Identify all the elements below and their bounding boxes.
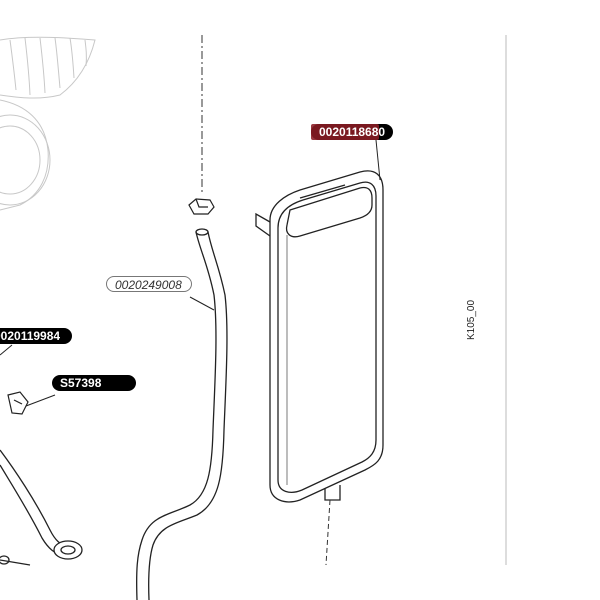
highlight-marker (311, 124, 379, 140)
tank-part-label[interactable]: 0020118680 (311, 124, 393, 140)
pipe-part-label[interactable]: 0020119984 (0, 328, 72, 344)
pipe-leader (0, 344, 13, 356)
expansion-tank (255, 170, 384, 503)
hose-clip (188, 198, 215, 215)
pipe-assembly (0, 449, 83, 566)
flexible-hose (136, 228, 228, 600)
small-clip (7, 391, 29, 415)
tank-leader (375, 139, 381, 181)
drawing-code: K105_00 (466, 299, 477, 340)
pump-outline (0, 36, 96, 211)
hose-leader (189, 296, 215, 311)
hose-part-label[interactable]: 0020249008 (106, 276, 192, 292)
clip-leader (25, 394, 56, 407)
tank-axis-line (325, 499, 331, 566)
clip-part-label[interactable]: S57398 (52, 375, 136, 391)
